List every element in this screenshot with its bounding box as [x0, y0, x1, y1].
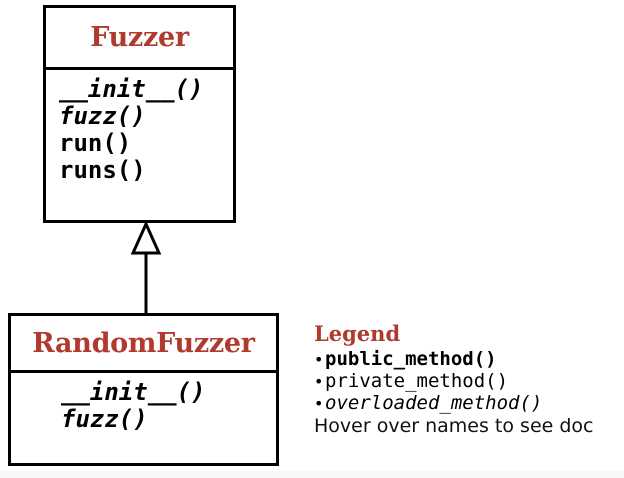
- legend-label-public-method: public_method(): [325, 347, 497, 370]
- inheritance-arrow-icon: [130, 220, 162, 320]
- bullet-icon: •: [314, 349, 324, 369]
- class-box-randomfuzzer[interactable]: RandomFuzzer __init__() fuzz(): [8, 313, 279, 466]
- class-name-fuzzer[interactable]: Fuzzer: [46, 8, 233, 70]
- legend-item-public: • public_method(): [314, 348, 620, 370]
- class-methods-randomfuzzer: __init__() fuzz(): [11, 373, 276, 439]
- bullet-icon: •: [314, 393, 324, 413]
- legend-item-private: • private_method(): [314, 370, 620, 392]
- class-box-fuzzer[interactable]: Fuzzer __init__() fuzz() run() runs(): [43, 5, 236, 223]
- bottom-divider: [0, 471, 624, 478]
- method-fuzzer-run[interactable]: run(): [59, 128, 132, 157]
- legend-label-private-method: private_method(): [325, 369, 509, 392]
- legend-note: Hover over names to see doc: [314, 414, 594, 437]
- method-randomfuzzer-init[interactable]: __init__(): [61, 378, 206, 406]
- method-randomfuzzer-fuzz[interactable]: fuzz(): [61, 404, 148, 433]
- method-fuzzer-runs[interactable]: runs(): [59, 155, 146, 184]
- bullet-icon: •: [314, 371, 324, 391]
- legend-label-overloaded-method: overloaded_method(): [325, 391, 543, 414]
- method-fuzzer-init[interactable]: __init__(): [59, 75, 204, 103]
- class-name-randomfuzzer[interactable]: RandomFuzzer: [11, 316, 276, 373]
- legend: Legend • public_method() • private_metho…: [314, 321, 620, 438]
- legend-title: Legend: [314, 321, 401, 346]
- method-fuzzer-fuzz[interactable]: fuzz(): [59, 101, 146, 130]
- legend-item-overloaded: • overloaded_method(): [314, 392, 620, 414]
- class-methods-fuzzer: __init__() fuzz() run() runs(): [46, 70, 233, 190]
